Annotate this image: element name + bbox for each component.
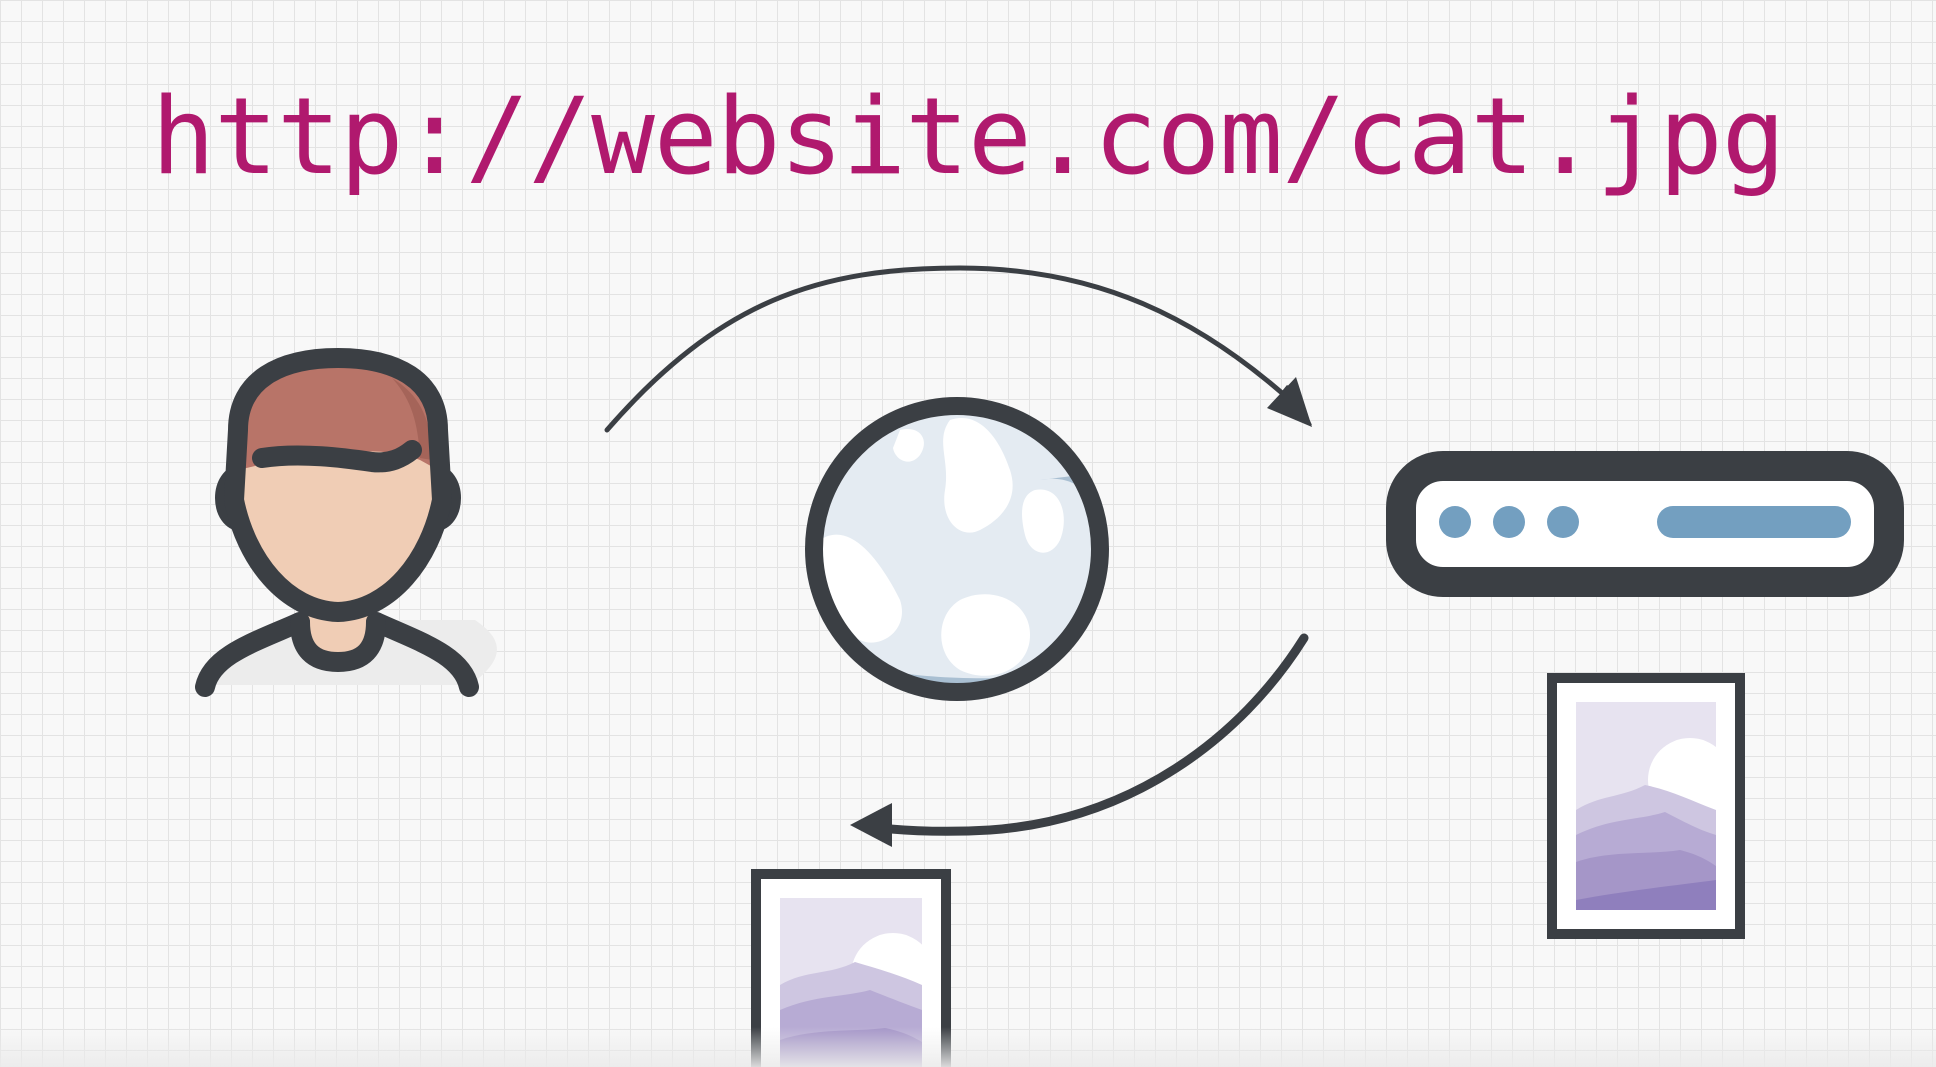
server-light-icon	[1439, 506, 1471, 538]
server-icon	[1386, 451, 1904, 597]
arrow-request-icon	[604, 265, 1312, 433]
image-file-icon	[751, 869, 951, 1067]
image-file-icon	[1547, 673, 1745, 939]
arrow-response-icon	[850, 633, 1309, 847]
user-avatar-icon	[195, 348, 497, 697]
server-light-icon	[1493, 506, 1525, 538]
globe-icon	[805, 397, 1109, 701]
server-light-icon	[1547, 506, 1579, 538]
server-drive-bar-icon	[1657, 506, 1851, 538]
url-title: http://website.com/cat.jpg	[151, 75, 1785, 198]
